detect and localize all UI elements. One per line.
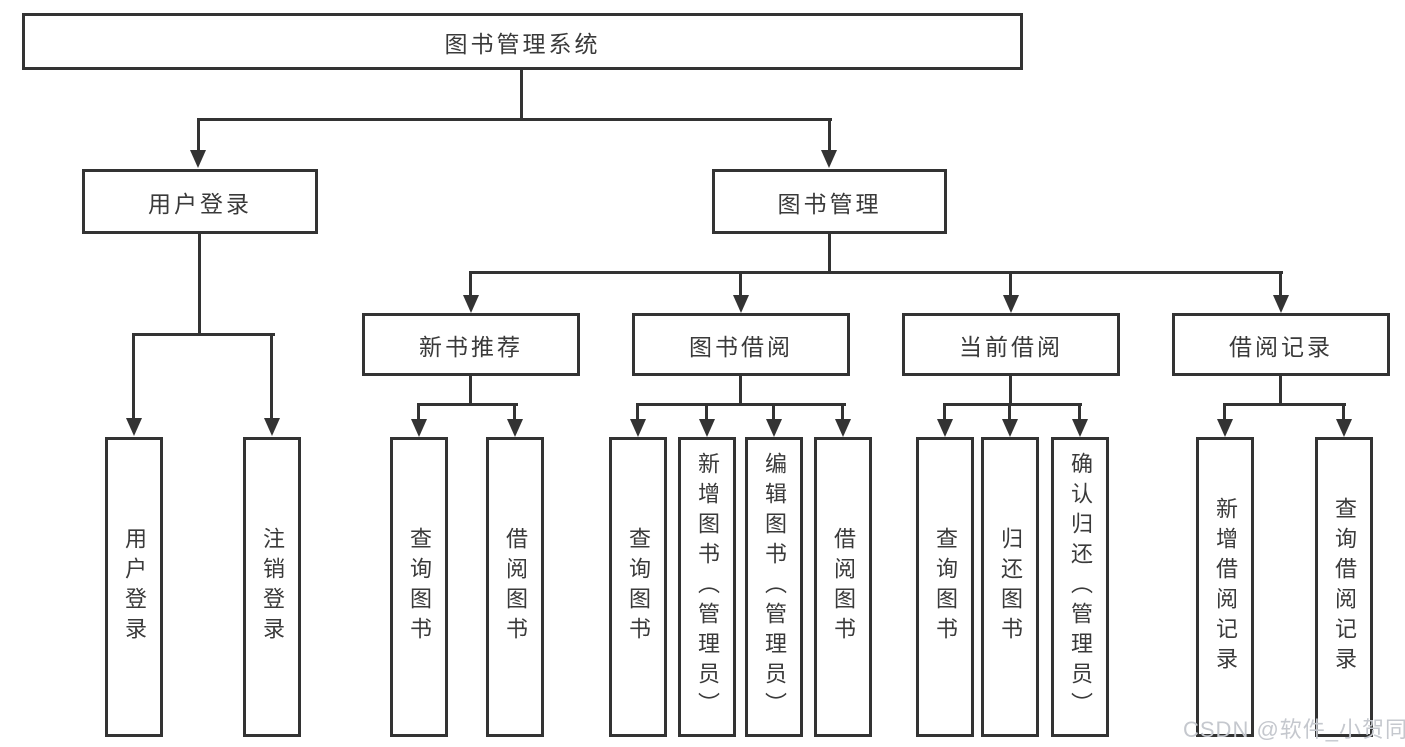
leaf-newbook-query-book: 查询图书 <box>390 437 448 737</box>
node-borrow-records: 借阅记录 <box>1172 313 1390 376</box>
connector-bb-leaf4-shaft <box>841 403 844 421</box>
arrowhead-down-icon <box>1273 295 1289 313</box>
connector-user-login-shaft <box>197 118 200 152</box>
connector-bb-leaf1-shaft <box>636 403 639 421</box>
leaf-current-confirm-return-admin: 确认归还（管理员） <box>1051 437 1109 737</box>
connector-cb-leaf3-shaft <box>1078 403 1081 421</box>
arrowhead-down-icon <box>126 418 142 436</box>
connector-login-leaf2-shaft <box>270 333 273 419</box>
connector-br-leaf2-shaft <box>1342 403 1345 421</box>
connector-cb-leaf2-shaft <box>1008 403 1011 421</box>
arrowhead-down-icon <box>835 419 851 437</box>
arrowhead-down-icon <box>1003 295 1019 313</box>
connector-newbook-leaf2-shaft <box>513 403 516 421</box>
connector-login-vertical <box>198 232 201 336</box>
connector-currentborrow-shaft <box>1009 271 1012 297</box>
node-user-login: 用户登录 <box>82 169 318 234</box>
leaf-user-login: 用户登录 <box>105 437 163 737</box>
connector-level3-horizontal <box>469 271 1283 274</box>
csdn-watermark: CSDN @软件_小贺同学 <box>1183 717 1405 742</box>
connector-root-vertical <box>520 69 523 121</box>
arrowhead-down-icon <box>190 150 206 168</box>
leaf-newbook-borrow-book: 借阅图书 <box>486 437 544 737</box>
arrowhead-down-icon <box>699 419 715 437</box>
connector-newbook-horizontal <box>418 403 518 406</box>
connector-login-leaf1-shaft <box>132 333 135 419</box>
arrowhead-down-icon <box>463 295 479 313</box>
node-root: 图书管理系统 <box>22 13 1023 70</box>
arrowhead-down-icon <box>264 418 280 436</box>
leaf-records-query-record: 查询借阅记录 <box>1315 437 1373 737</box>
connector-currentborrow-vertical <box>1009 374 1012 406</box>
connector-currentborrow-horizontal <box>943 403 1082 406</box>
connector-borrowrecord-shaft <box>1279 271 1282 297</box>
node-book-borrow: 图书借阅 <box>632 313 850 376</box>
arrowhead-down-icon <box>937 419 953 437</box>
leaf-current-return-book: 归还图书 <box>981 437 1039 737</box>
arrowhead-down-icon <box>733 295 749 313</box>
arrowhead-down-icon <box>821 150 837 168</box>
leaf-borrow-add-book-admin: 新增图书（管理员） <box>678 437 736 737</box>
connector-bb-leaf2-shaft <box>705 403 708 421</box>
connector-book-mgmt-shaft <box>828 118 831 152</box>
connector-newbook-shaft <box>469 271 472 297</box>
connector-borrowrecord-vertical <box>1279 374 1282 406</box>
node-book-management: 图书管理 <box>712 169 947 234</box>
connector-newbook-vertical <box>469 374 472 406</box>
arrowhead-down-icon <box>1217 419 1233 437</box>
arrowhead-down-icon <box>1336 419 1352 437</box>
connector-bb-leaf3-shaft <box>772 403 775 421</box>
arrowhead-down-icon <box>630 419 646 437</box>
connector-mgmt-vertical <box>828 232 831 274</box>
node-new-book-recommend: 新书推荐 <box>362 313 580 376</box>
leaf-records-add-record: 新增借阅记录 <box>1196 437 1254 737</box>
arrowhead-down-icon <box>1002 419 1018 437</box>
connector-cb-leaf1-shaft <box>943 403 946 421</box>
node-current-borrow: 当前借阅 <box>902 313 1120 376</box>
connector-bookborrow-shaft <box>739 271 742 297</box>
connector-br-leaf1-shaft <box>1223 403 1226 421</box>
connector-borrowrecord-horizontal <box>1223 403 1346 406</box>
leaf-current-query-book: 查询图书 <box>916 437 974 737</box>
leaf-borrow-edit-book-admin: 编辑图书（管理员） <box>745 437 803 737</box>
connector-bookborrow-horizontal <box>636 403 846 406</box>
arrowhead-down-icon <box>507 419 523 437</box>
connector-root-horizontal <box>197 118 832 121</box>
arrowhead-down-icon <box>411 419 427 437</box>
leaf-logout: 注销登录 <box>243 437 301 737</box>
leaf-borrow-query-book: 查询图书 <box>609 437 667 737</box>
leaf-borrow-borrow-book: 借阅图书 <box>814 437 872 737</box>
arrowhead-down-icon <box>1072 419 1088 437</box>
connector-bookborrow-vertical <box>739 374 742 406</box>
connector-login-horizontal <box>132 333 275 336</box>
connector-newbook-leaf1-shaft <box>417 403 420 421</box>
arrowhead-down-icon <box>766 419 782 437</box>
